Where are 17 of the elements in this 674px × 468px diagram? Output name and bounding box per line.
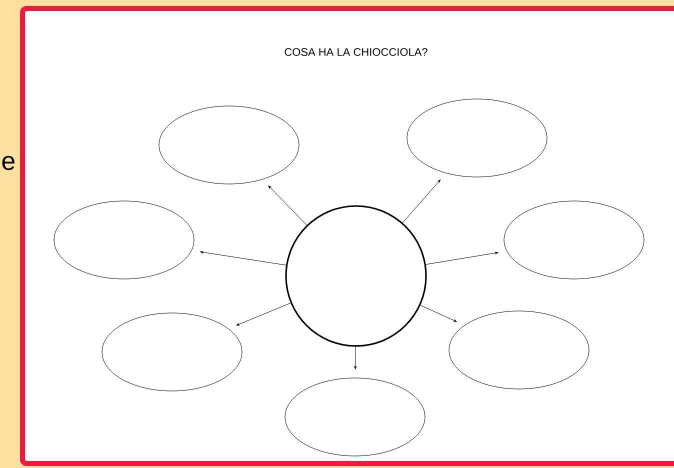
arrow [236,302,291,326]
title: COSA HA LA CHIOCCIOLA? [284,48,428,56]
arrow [200,251,286,266]
arrow [420,305,457,322]
arrow [268,186,307,226]
empty-ellipse [406,98,548,178]
text-fragment: e [2,156,14,170]
arrow [354,346,357,370]
empty-ellipse [54,200,194,280]
empty-ellipse [448,310,590,390]
arrow [426,252,498,265]
arrow [402,180,441,223]
center-circle [285,205,427,347]
empty-ellipse [504,200,644,280]
empty-ellipse [158,106,300,184]
empty-ellipse [284,378,426,456]
empty-ellipse [102,312,242,392]
